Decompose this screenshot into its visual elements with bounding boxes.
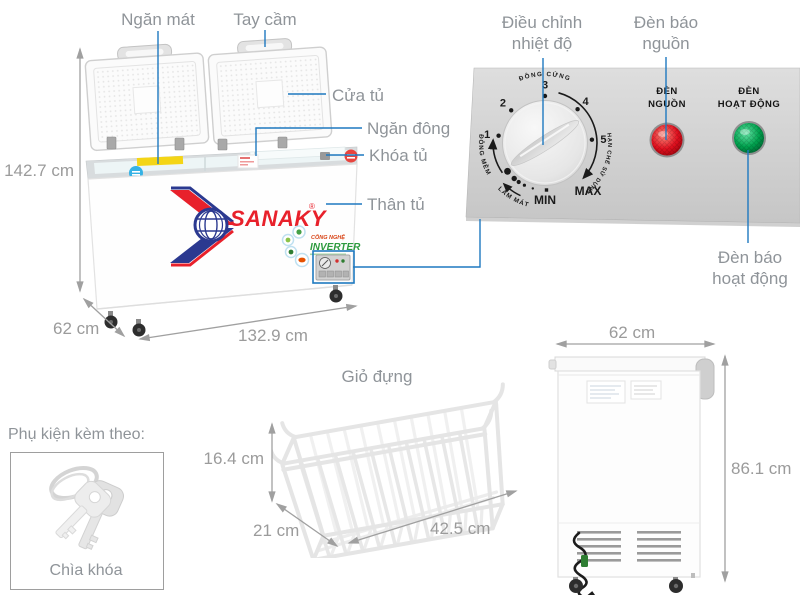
inverter-name: INVERTER (310, 242, 361, 253)
basket-title: Giỏ đựng (341, 367, 413, 386)
label-power-indicator: Đèn báo nguồn (633, 13, 699, 53)
label-body: Thân tủ (367, 195, 425, 214)
spec-stickers (586, 380, 662, 404)
dial-number-2: 2 (500, 97, 506, 109)
freezer-front-illustration: SANAKY ® CÔNG NGHỆ INVERTER (84, 38, 361, 337)
dim-basket-depth: 21 cm (253, 521, 300, 540)
label-handle: Tay cầm (233, 10, 297, 29)
freezer-side-illustration (548, 356, 715, 595)
key-icon (49, 465, 124, 550)
key-label: Chìa khóa (49, 562, 123, 579)
accessories-title: Phụ kiện kèm theo: (8, 426, 145, 443)
dial-max-label: MAX (575, 184, 602, 198)
dial-number-5: 5 (600, 134, 606, 146)
dim-side-width: 62 cm (608, 323, 656, 342)
brand-name: SANAKY (230, 206, 328, 231)
dim-front-width: 132.9 cm (238, 326, 308, 345)
dim-basket-width: 42.5 cm (430, 519, 491, 538)
lid-lock (320, 152, 330, 160)
dim-side-height: 86.1 cm (731, 459, 792, 478)
registered-mark: ® (309, 202, 315, 211)
control-panel-illustration: 1 2 3 4 5 MIN MAX ĐÔNG CỨNG ĐÔNG MỀM LÀM… (465, 67, 800, 227)
power-light-label-line2: NGUỒN (648, 98, 686, 110)
dial-number-3: 3 (542, 80, 548, 92)
body-control-panel (315, 254, 351, 281)
side-wheels (569, 573, 695, 593)
sanaky-logo: SANAKY ® (170, 186, 328, 267)
right-lid (207, 38, 333, 146)
label-activity-indicator: Đèn báo hoạt động (712, 248, 788, 288)
label-door: Cửa tủ (332, 86, 385, 105)
inverter-badge: CÔNG NGHỆ INVERTER (281, 225, 361, 268)
label-freezer-compartment: Ngăn đông (367, 119, 451, 138)
dial-number-1: 1 (484, 129, 490, 141)
dim-front-height: 142.7 cm (4, 161, 74, 180)
label-temperature-adjust: Điều chỉnh nhiệt độ (501, 13, 583, 53)
left-lid (84, 43, 210, 152)
vent-grilles (577, 531, 681, 562)
side-body (557, 370, 701, 578)
power-light-label-line1: ĐÈN (656, 86, 678, 97)
dial-number-4: 4 (583, 96, 590, 108)
globe-icon (193, 207, 229, 243)
cord-tag (581, 555, 588, 567)
warning-sticker (136, 156, 184, 166)
dim-front-depth: 62 cm (53, 319, 100, 338)
activity-light-label-line2: HOẠT ĐỘNG (718, 98, 781, 110)
inverter-tech-line: CÔNG NGHỆ (311, 233, 345, 241)
accessories-box (10, 452, 164, 590)
dial-min-label: MIN (534, 193, 556, 207)
knob-pointer (510, 120, 580, 166)
label-cool-compartment: Ngăn mát (121, 10, 195, 29)
label-lock: Khóa tủ (369, 146, 428, 165)
activity-light-label-line1: ĐÈN (738, 86, 760, 97)
activity-light (732, 121, 766, 155)
power-light (649, 122, 685, 158)
red-badge (344, 149, 358, 163)
dim-basket-height: 16.4 cm (203, 449, 264, 468)
keys-illustration (49, 465, 124, 550)
